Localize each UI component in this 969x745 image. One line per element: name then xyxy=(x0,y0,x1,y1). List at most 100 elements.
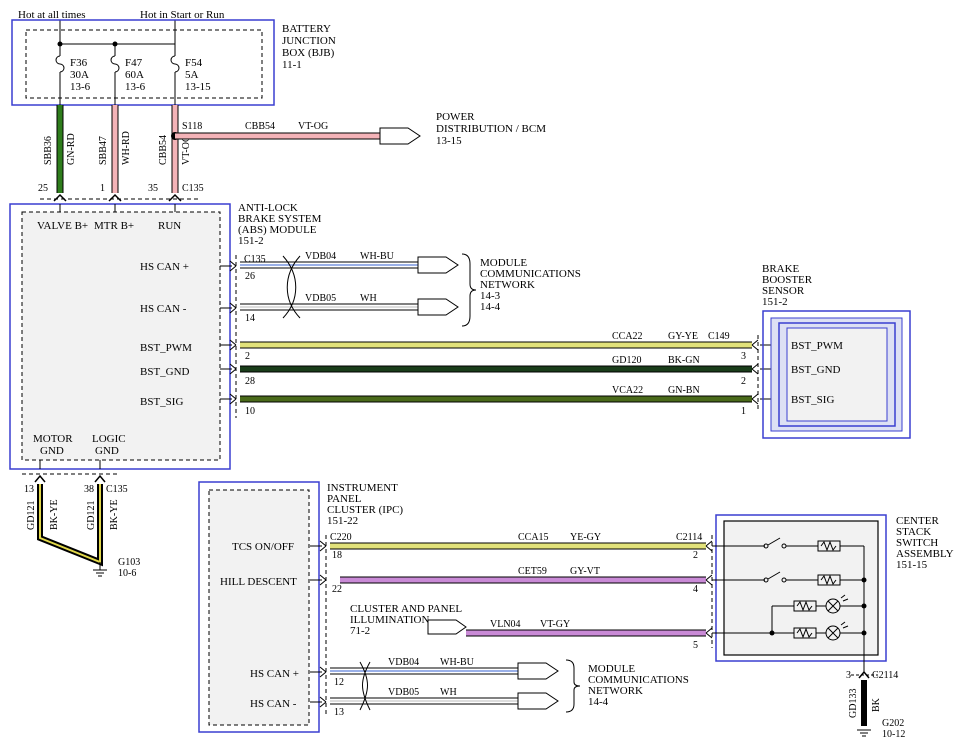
ipc-name-3: CLUSTER (IPC) xyxy=(327,504,403,516)
abs-bst-gnd: BST_GND xyxy=(140,366,190,378)
cca15-pin: 18 xyxy=(332,550,342,561)
switch-internal-circuit xyxy=(712,537,865,672)
instrument-panel-cluster xyxy=(198,481,320,733)
cca15-color: YE-GY xyxy=(570,532,601,543)
gd120-circuit: GD120 xyxy=(612,355,641,366)
wire-abs-vdb05 xyxy=(240,303,418,311)
cca22-pin-sensor: 3 xyxy=(741,351,746,362)
wire-vca22 xyxy=(220,393,752,405)
ipc-can-arrow-minus xyxy=(517,692,559,710)
ipc-can-net-3: NETWORK xyxy=(588,685,643,697)
booster-name-3: SENSOR xyxy=(762,285,805,297)
gd120-color: BK-GN xyxy=(668,355,700,366)
abs-gnd-color-2: BK-YE xyxy=(109,499,120,530)
abs-run-label: RUN xyxy=(158,220,181,232)
wire-sbb36 xyxy=(56,105,64,193)
abs-name-1: ANTI-LOCK xyxy=(238,202,298,214)
abs-gnd-pin-2: 38 xyxy=(84,484,94,495)
header-hot-in-start-or-run: Hot in Start or Run xyxy=(140,9,225,21)
fuse-f47: F47 60A 13-6 xyxy=(110,44,146,105)
abs-module xyxy=(9,203,231,470)
fuse-f36: F36 30A 13-6 xyxy=(55,44,91,105)
switch-name-1: CENTER xyxy=(896,515,939,527)
abs-motor-gnd-1: MOTOR xyxy=(33,433,73,445)
illum-name-2: ILLUMINATION xyxy=(350,614,429,626)
fuse-f36-rating: 30A xyxy=(70,69,89,81)
abs-hs-can-minus: HS CAN - xyxy=(140,303,187,315)
wire-sbb47 xyxy=(111,105,119,193)
cca22-pin-abs: 2 xyxy=(245,351,250,362)
abs-name-2: BRAKE SYSTEM xyxy=(238,213,322,225)
abs-gnd-connector: C135 xyxy=(106,484,128,495)
bjb-name-1: BATTERY xyxy=(282,23,331,35)
brake-booster-sensor xyxy=(762,310,911,439)
ipc-can-plus-pin: 12 xyxy=(334,677,344,688)
ipc-can-brace xyxy=(565,659,581,713)
abs-can-brace xyxy=(461,253,477,327)
switch-gnd-connector: C2114 xyxy=(872,670,898,681)
abs-can-ref-1: 14-3 xyxy=(480,290,501,302)
ipc-can-net-2: COMMUNICATIONS xyxy=(588,674,689,686)
wire-gd133 xyxy=(861,680,867,726)
abs-can-net-2: COMMUNICATIONS xyxy=(480,268,581,280)
feed-sbb36-circuit: SBB36 xyxy=(43,136,54,165)
cet59-circuit: CET59 xyxy=(518,566,547,577)
wire-ipc-vdb05 xyxy=(310,696,518,708)
abs-can-arrow-plus xyxy=(417,256,459,274)
abs-can-plus-circuit: VDB04 xyxy=(305,251,336,262)
fuse-f47-ref: 13-6 xyxy=(125,81,146,93)
vca22-pin-sensor: 1 xyxy=(741,406,746,417)
switch-connector: C2114 xyxy=(676,532,702,543)
ipc-can-plus-label: HS CAN + xyxy=(250,668,299,680)
feed-sbb47-color: WH-RD xyxy=(121,131,132,165)
ipc-can-plus-circuit: VDB04 xyxy=(388,657,419,668)
bjb-name-3: BOX (BJB) xyxy=(282,47,335,59)
wire-vln04 xyxy=(466,629,706,637)
wire-cet59 xyxy=(310,574,706,586)
abs-hs-can-plus: HS CAN + xyxy=(140,261,189,273)
abs-ref: 151-2 xyxy=(238,235,264,247)
ipc-name-2: PANEL xyxy=(327,493,362,505)
abs-mtr-label: MTR B+ xyxy=(94,220,134,232)
switch-gnd-circuit: GD133 xyxy=(848,689,859,718)
ipc-can-minus-label: HS CAN - xyxy=(250,698,297,710)
feed-sbb47-pin: 1 xyxy=(100,183,105,194)
vln04-color: VT-GY xyxy=(540,619,570,630)
ipc-can-minus-color: WH xyxy=(440,687,457,698)
splice-label: S118 xyxy=(182,121,202,132)
abs-gnd-color-1: BK-YE xyxy=(49,499,60,530)
power-dist-circuit: CBB54 xyxy=(245,121,275,132)
booster-name-1: BRAKE xyxy=(762,263,800,275)
wire-cbb54-feed xyxy=(171,105,179,193)
vln04-pin-switch: 5 xyxy=(693,640,698,651)
wire-ipc-vdb04 xyxy=(310,666,518,678)
ground-g103-ref: 10-6 xyxy=(118,568,136,579)
cet59-pin-switch: 4 xyxy=(693,584,698,595)
ipc-can-plus-color: WH-BU xyxy=(440,657,475,668)
gd120-pin-sensor: 2 xyxy=(741,376,746,387)
ipc-ref: 151-22 xyxy=(327,515,358,527)
cet59-color: GY-VT xyxy=(570,566,600,577)
ipc-can-minus-circuit: VDB05 xyxy=(388,687,419,698)
wire-cbb54-branch xyxy=(175,132,380,140)
cca15-pin-switch: 2 xyxy=(693,550,698,561)
feed-sbb47-circuit: SBB47 xyxy=(98,136,109,165)
abs-logic-gnd-1: LOGIC xyxy=(92,433,126,445)
ipc-can-minus-pin: 13 xyxy=(334,707,344,718)
center-stack-switch-assembly xyxy=(715,514,887,662)
vca22-color: GN-BN xyxy=(668,385,700,396)
abs-valve-label: VALVE B+ xyxy=(37,220,88,232)
switch-gnd-pin: 3 xyxy=(846,670,851,681)
booster-gnd-label: BST_GND xyxy=(791,364,841,376)
illum-arrow xyxy=(427,619,467,635)
cca22-circuit: CCA22 xyxy=(612,331,643,342)
ground-g103-icon xyxy=(93,562,107,577)
cca15-circuit: CCA15 xyxy=(518,532,549,543)
booster-name-2: BOOSTER xyxy=(762,274,813,286)
battery-junction-box: F36 30A 13-6 F47 60A 13-6 F54 5A 13-15 xyxy=(11,19,275,106)
abs-bst-sig: BST_SIG xyxy=(140,396,183,408)
switch-name-2: STACK xyxy=(896,526,931,538)
switch-name-3: SWITCH xyxy=(896,537,938,549)
switch-gnd-color: BK xyxy=(871,697,882,712)
booster-sig-label: BST_SIG xyxy=(791,394,834,406)
